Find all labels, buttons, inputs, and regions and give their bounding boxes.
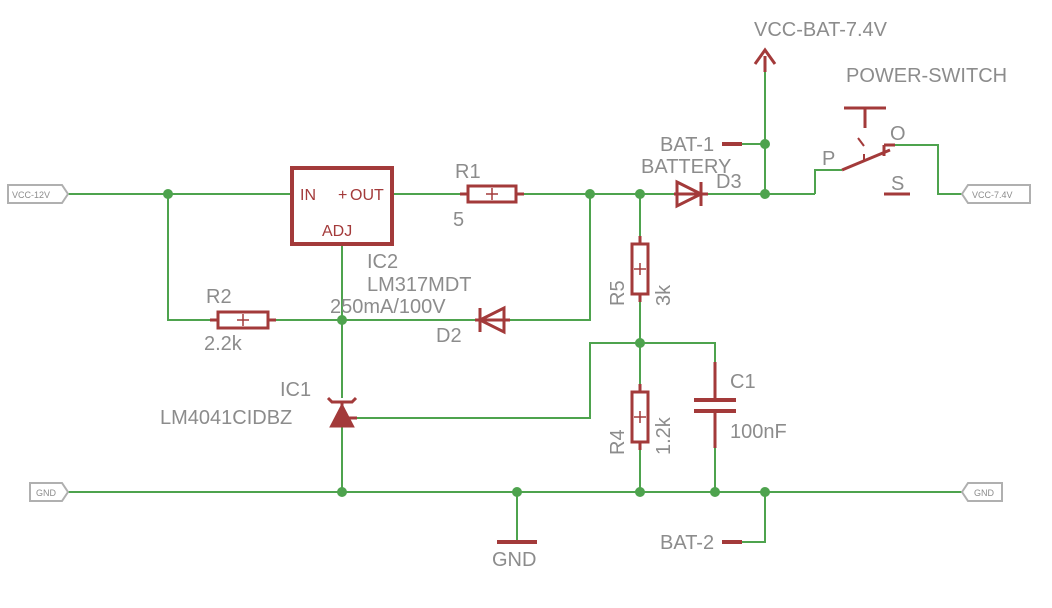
ic2-name: IC2 [367, 251, 398, 273]
c1-name: C1 [730, 371, 756, 393]
r1-resistor [460, 184, 524, 204]
port-vcc-12v: VCC-12V [7, 184, 70, 204]
port-vcc-7-4v: VCC-7.4V [960, 184, 1031, 204]
ic1-zener-reference [326, 396, 358, 428]
port-gnd-left: GND [29, 482, 70, 502]
switch-pin-o: O [890, 123, 906, 145]
svg-text:GND: GND [974, 488, 995, 498]
ic2-rating: 250mA/100V [330, 296, 446, 318]
r4-name: R4 [607, 429, 629, 455]
wires [68, 72, 962, 543]
d2-name: D2 [436, 325, 462, 347]
ic2-pin-out: OUT [350, 187, 384, 204]
vcc-bat-supply-arrow [753, 47, 777, 72]
bat1-label: BAT-1 [660, 134, 714, 156]
ic2-value: LM317MDT [367, 274, 471, 296]
ic2-pin-in: IN [300, 187, 316, 204]
svg-text:+: + [338, 187, 347, 204]
bat2-label: BAT-2 [660, 532, 714, 554]
ic2-regulator: IN + OUT ADJ [290, 166, 394, 246]
r5-name: R5 [607, 280, 629, 306]
d3-name: D3 [716, 171, 742, 193]
r5-resistor [630, 236, 650, 302]
switch-name: POWER-SWITCH [846, 65, 1007, 87]
power-switch [841, 106, 910, 196]
r1-name: R1 [455, 161, 481, 183]
ic2-pin-adj: ADJ [322, 223, 352, 240]
switch-pin-s: S [891, 173, 904, 195]
r2-name: R2 [206, 286, 232, 308]
c1-value: 100nF [730, 421, 787, 443]
svg-text:GND: GND [36, 488, 57, 498]
r2-resistor [210, 310, 276, 330]
r5-value: 3k [653, 284, 675, 306]
ic1-name: IC1 [280, 379, 311, 401]
d3-diode [674, 179, 708, 209]
d2-diode [475, 305, 510, 335]
r4-resistor [630, 384, 650, 450]
c1-capacitor [694, 362, 736, 448]
gnd-label: GND [492, 549, 536, 571]
switch-pin-p: P [822, 148, 835, 170]
junctions [163, 139, 770, 497]
ic1-value: LM4041CIDBZ [160, 407, 292, 429]
vcc-bat-label: VCC-BAT-7.4V [754, 19, 888, 41]
r1-value: 5 [453, 209, 464, 231]
r2-value: 2.2k [204, 333, 243, 355]
svg-text:VCC-12V: VCC-12V [12, 190, 50, 200]
battery-label: BATTERY [641, 156, 731, 178]
port-gnd-right: GND [960, 482, 1003, 502]
r4-value: 1.2k [653, 416, 675, 455]
svg-text:VCC-7.4V: VCC-7.4V [972, 190, 1013, 200]
